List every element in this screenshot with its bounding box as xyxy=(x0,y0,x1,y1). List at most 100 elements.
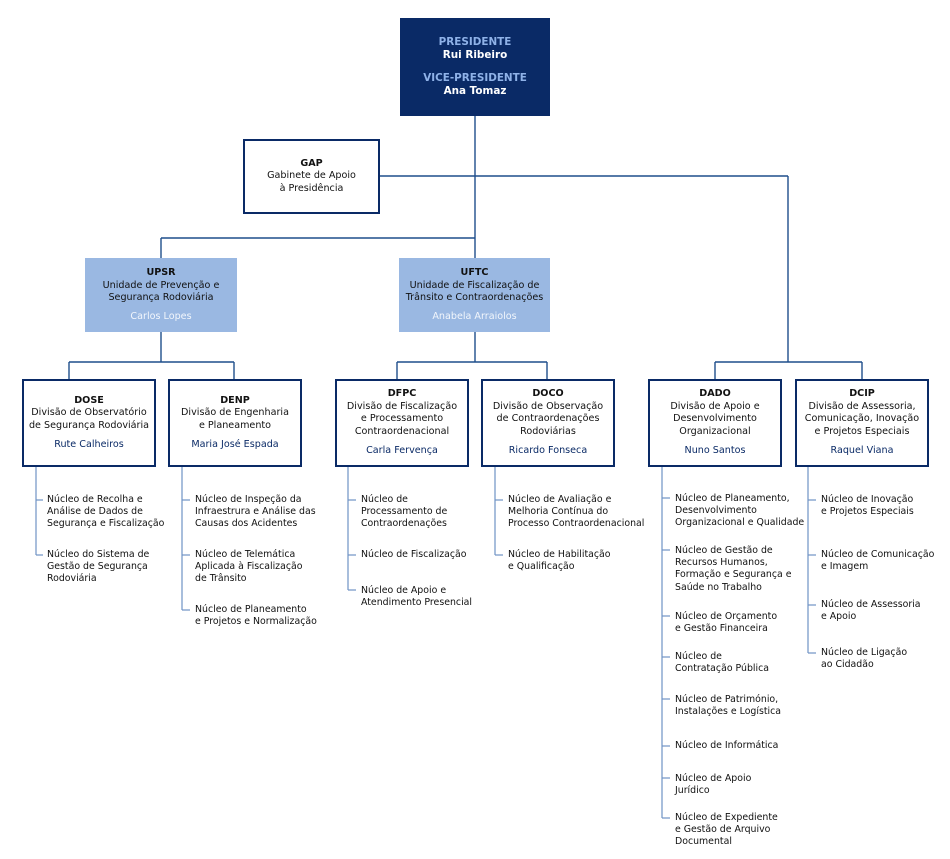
nucleo-line: Núcleo de Fiscalização xyxy=(361,549,467,560)
nucleo-line: e Qualificação xyxy=(508,561,575,573)
division-name-line: Divisão de Fiscalização xyxy=(346,400,458,412)
division-head: Maria José Espada xyxy=(191,439,279,450)
nucleo-line: Contratação Pública xyxy=(675,663,770,675)
nucleo-item: Núcleo de Inovação e Projetos Especiais xyxy=(821,494,914,518)
nucleo-line: Núcleo de xyxy=(361,494,408,505)
nucleo-line: Núcleo de Apoio xyxy=(675,773,752,784)
division-name-line: Comunicação, Inovação xyxy=(804,413,920,425)
nucleo-line: ao Cidadão xyxy=(821,659,874,671)
nucleo-line: Núcleo de Recolha e xyxy=(47,494,143,505)
division-code: DCIP xyxy=(849,388,875,400)
nucleo-line: e Apoio xyxy=(821,611,857,623)
nucleo-line: Núcleo de Inspeção da xyxy=(195,494,302,505)
vice-president-name: Ana Tomaz xyxy=(443,85,507,97)
nucleo-line: Núcleo de Avaliação e xyxy=(508,494,612,505)
division-head: Nuno Santos xyxy=(684,445,746,457)
nucleo-line: de Trânsito xyxy=(195,573,247,585)
nucleo-line: Contraordenações xyxy=(361,518,447,530)
nucleo-item: Núcleo de Apoio e Atendimento Presencial xyxy=(361,585,472,609)
division-name-line: Rodoviárias xyxy=(520,425,576,437)
unit-head: Carlos Lopes xyxy=(130,310,192,322)
nucleo-item: Núcleo de Processamento de Contraordenaç… xyxy=(361,494,447,531)
nucleo-item: Núcleo de Planeamento e Projetos e Norma… xyxy=(195,604,317,628)
nucleo-line: Núcleo de Apoio e xyxy=(361,585,447,596)
division-dado: DADO Divisão de Apoio e Desenvolvimento … xyxy=(648,379,782,467)
nucleo-line: Causas dos Acidentes xyxy=(195,518,298,530)
unit-head: Anabela Arraiolos xyxy=(432,310,517,322)
nucleo-line: Núcleo de Assessoria xyxy=(821,599,921,610)
division-name-line: Desenvolvimento xyxy=(673,413,757,425)
nucleo-line: Núcleo de Património, xyxy=(675,694,779,705)
unit-code: UPSR xyxy=(146,267,176,278)
division-code: DOCO xyxy=(532,388,564,400)
nucleo-line: Núcleo do Sistema de xyxy=(47,549,150,560)
nucleo-line: Núcleo de Habilitação xyxy=(508,549,611,560)
nucleo-line: Núcleo de Informática xyxy=(675,740,779,751)
nucleo-line: Núcleo de Planeamento xyxy=(195,604,307,615)
division-name-line: e Processamento xyxy=(360,413,444,425)
nucleo-item: Núcleo de Expediente e Gestão de Arquivo… xyxy=(675,812,778,849)
nucleo-line: Núcleo de Expediente xyxy=(675,812,778,823)
nucleo-line: Jurídico xyxy=(675,785,710,797)
nucleo-line: Desenvolvimento xyxy=(675,505,757,517)
nucleo-item: Núcleo de Avaliação e Melhoria Contínua … xyxy=(508,494,644,531)
nucleo-line: Infraestrura e Análise das xyxy=(195,506,316,518)
nucleo-line: Análise de Dados de xyxy=(47,506,143,518)
nucleo-item: Núcleo de Inspeção da Infraestrura e Aná… xyxy=(195,494,316,531)
nucleo-line: Núcleo de Telemática xyxy=(195,549,296,560)
nucleo-line: Recursos Humanos, xyxy=(675,557,768,569)
nucleo-item: Núcleo de Planeamento, Desenvolvimento O… xyxy=(675,493,804,530)
division-head: Ricardo Fonseca xyxy=(508,445,588,457)
nucleo-line: e Imagem xyxy=(821,561,869,573)
unit-uftc: UFTC Unidade de Fiscalização de Trânsito… xyxy=(399,258,550,332)
nucleo-item: Núcleo de Gestão de Recursos Humanos, Fo… xyxy=(675,545,792,594)
nucleo-item: Núcleo de Apoio Jurídico xyxy=(675,773,751,797)
division-code: DOSE xyxy=(74,394,104,406)
division-head: Rute Calheiros xyxy=(54,439,124,450)
division-name-line: Organizacional xyxy=(679,425,751,437)
division-name-line: Divisão de Engenharia xyxy=(181,407,289,418)
division-code: DFPC xyxy=(387,388,417,400)
unit-upsr: UPSR Unidade de Prevenção e Segurança Ro… xyxy=(85,258,237,332)
nucleo-item: Núcleo de Orçamento e Gestão Financeira xyxy=(675,611,777,635)
nucleo-item: Núcleo de Ligação ao Cidadão xyxy=(821,647,907,671)
gap-box: GAP Gabinete de Apoio à Presidência xyxy=(243,139,380,214)
division-name-line: Contraordenacional xyxy=(354,425,450,437)
presidency-box: PRESIDENTE Rui Ribeiro VICE-PRESIDENTE A… xyxy=(400,18,550,116)
nucleo-line: e Gestão Financeira xyxy=(675,623,768,635)
nucleo-item: Núcleo de Fiscalização xyxy=(361,549,467,561)
nucleo-line: Rodoviária xyxy=(47,573,97,585)
nucleo-item: Núcleo de Telemática Aplicada à Fiscaliz… xyxy=(195,549,302,586)
nucleo-connectors xyxy=(35,467,816,819)
nucleo-line: Núcleo de Orçamento xyxy=(675,611,778,622)
division-dose: DOSE Divisão de Observatório de Seguranç… xyxy=(22,379,156,467)
gap-name-line: Gabinete de Apoio xyxy=(267,170,356,182)
division-name-line: Divisão de Assessoria, xyxy=(808,400,916,412)
division-name-line: e Planeamento xyxy=(198,419,272,431)
division-name-line: de Contraordenações xyxy=(496,413,600,425)
nucleo-item: Núcleo do Sistema de Gestão de Segurança… xyxy=(47,549,149,586)
main-connectors xyxy=(68,116,863,379)
division-name-line: e Projetos Especiais xyxy=(814,425,910,437)
gap-code: GAP xyxy=(300,157,323,169)
nucleo-line: Aplicada à Fiscalização xyxy=(195,561,303,573)
unit-name-line: Unidade de Fiscalização de xyxy=(409,279,540,291)
nucleo-line: e Gestão de Arquivo xyxy=(675,824,771,836)
nucleo-line: Melhoria Contínua do xyxy=(508,506,609,518)
division-name-line: de Segurança Rodoviária xyxy=(28,419,150,431)
nucleo-line: Núcleo de Ligação xyxy=(821,647,908,658)
division-head: Raquel Viana xyxy=(830,445,894,457)
unit-name-line: Trânsito e Contraordenações xyxy=(405,292,544,303)
nucleo-line: Atendimento Presencial xyxy=(361,597,473,609)
unit-name-line: Unidade de Prevenção e xyxy=(102,279,220,291)
division-code: DENP xyxy=(220,394,250,406)
nucleo-line: Formação e Segurança e xyxy=(675,569,792,581)
unit-code: UFTC xyxy=(460,267,489,278)
nucleo-line: Saúde no Trabalho xyxy=(675,581,762,593)
president-name: Rui Ribeiro xyxy=(442,49,508,61)
nucleo-line: e Projetos e Normalização xyxy=(195,616,317,628)
vice-president-role: VICE-PRESIDENTE xyxy=(423,72,527,84)
nucleo-item: Núcleo de Património, Instalações e Logí… xyxy=(675,694,781,718)
division-dfpc: DFPC Divisão de Fiscalização e Processam… xyxy=(335,379,469,467)
